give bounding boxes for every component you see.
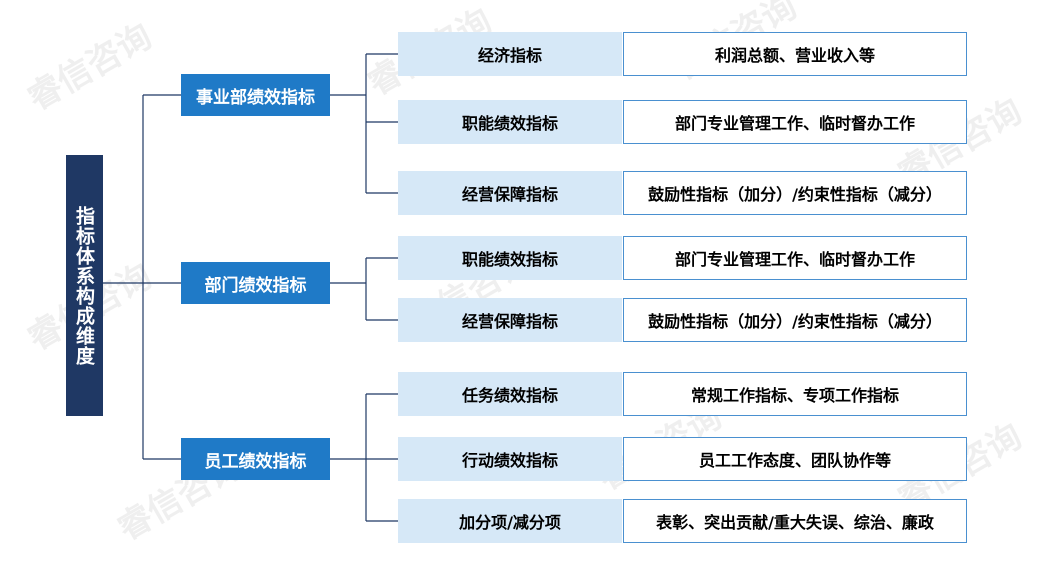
- indicator-node: 经营保障指标: [398, 298, 622, 342]
- indicator-node: 经济指标: [398, 32, 622, 76]
- indicator-description: 鼓励性指标（加分）/约束性指标（减分）: [623, 298, 967, 342]
- indicator-description: 常规工作指标、专项工作指标: [623, 372, 967, 416]
- indicator-description: 表彰、突出贡献/重大失误、综治、廉政: [623, 499, 967, 543]
- indicator-node: 经营保障指标: [398, 171, 622, 215]
- indicator-node: 任务绩效指标: [398, 372, 622, 416]
- indicator-node: 职能绩效指标: [398, 236, 622, 280]
- indicator-description: 利润总额、营业收入等: [623, 32, 967, 76]
- category-node-employee: 员工绩效指标: [181, 438, 330, 480]
- indicator-node: 加分项/减分项: [398, 499, 622, 543]
- indicator-node: 行动绩效指标: [398, 437, 622, 481]
- indicator-node: 职能绩效指标: [398, 100, 622, 144]
- indicator-description: 部门专业管理工作、临时督办工作: [623, 236, 967, 280]
- indicator-description: 部门专业管理工作、临时督办工作: [623, 100, 967, 144]
- root-node: 指标体系构成维度: [66, 155, 103, 416]
- indicator-description: 员工工作态度、团队协作等: [623, 437, 967, 481]
- category-node-business-unit: 事业部绩效指标: [181, 74, 330, 116]
- indicator-description: 鼓励性指标（加分）/约束性指标（减分）: [623, 171, 967, 215]
- category-node-department: 部门绩效指标: [181, 262, 330, 304]
